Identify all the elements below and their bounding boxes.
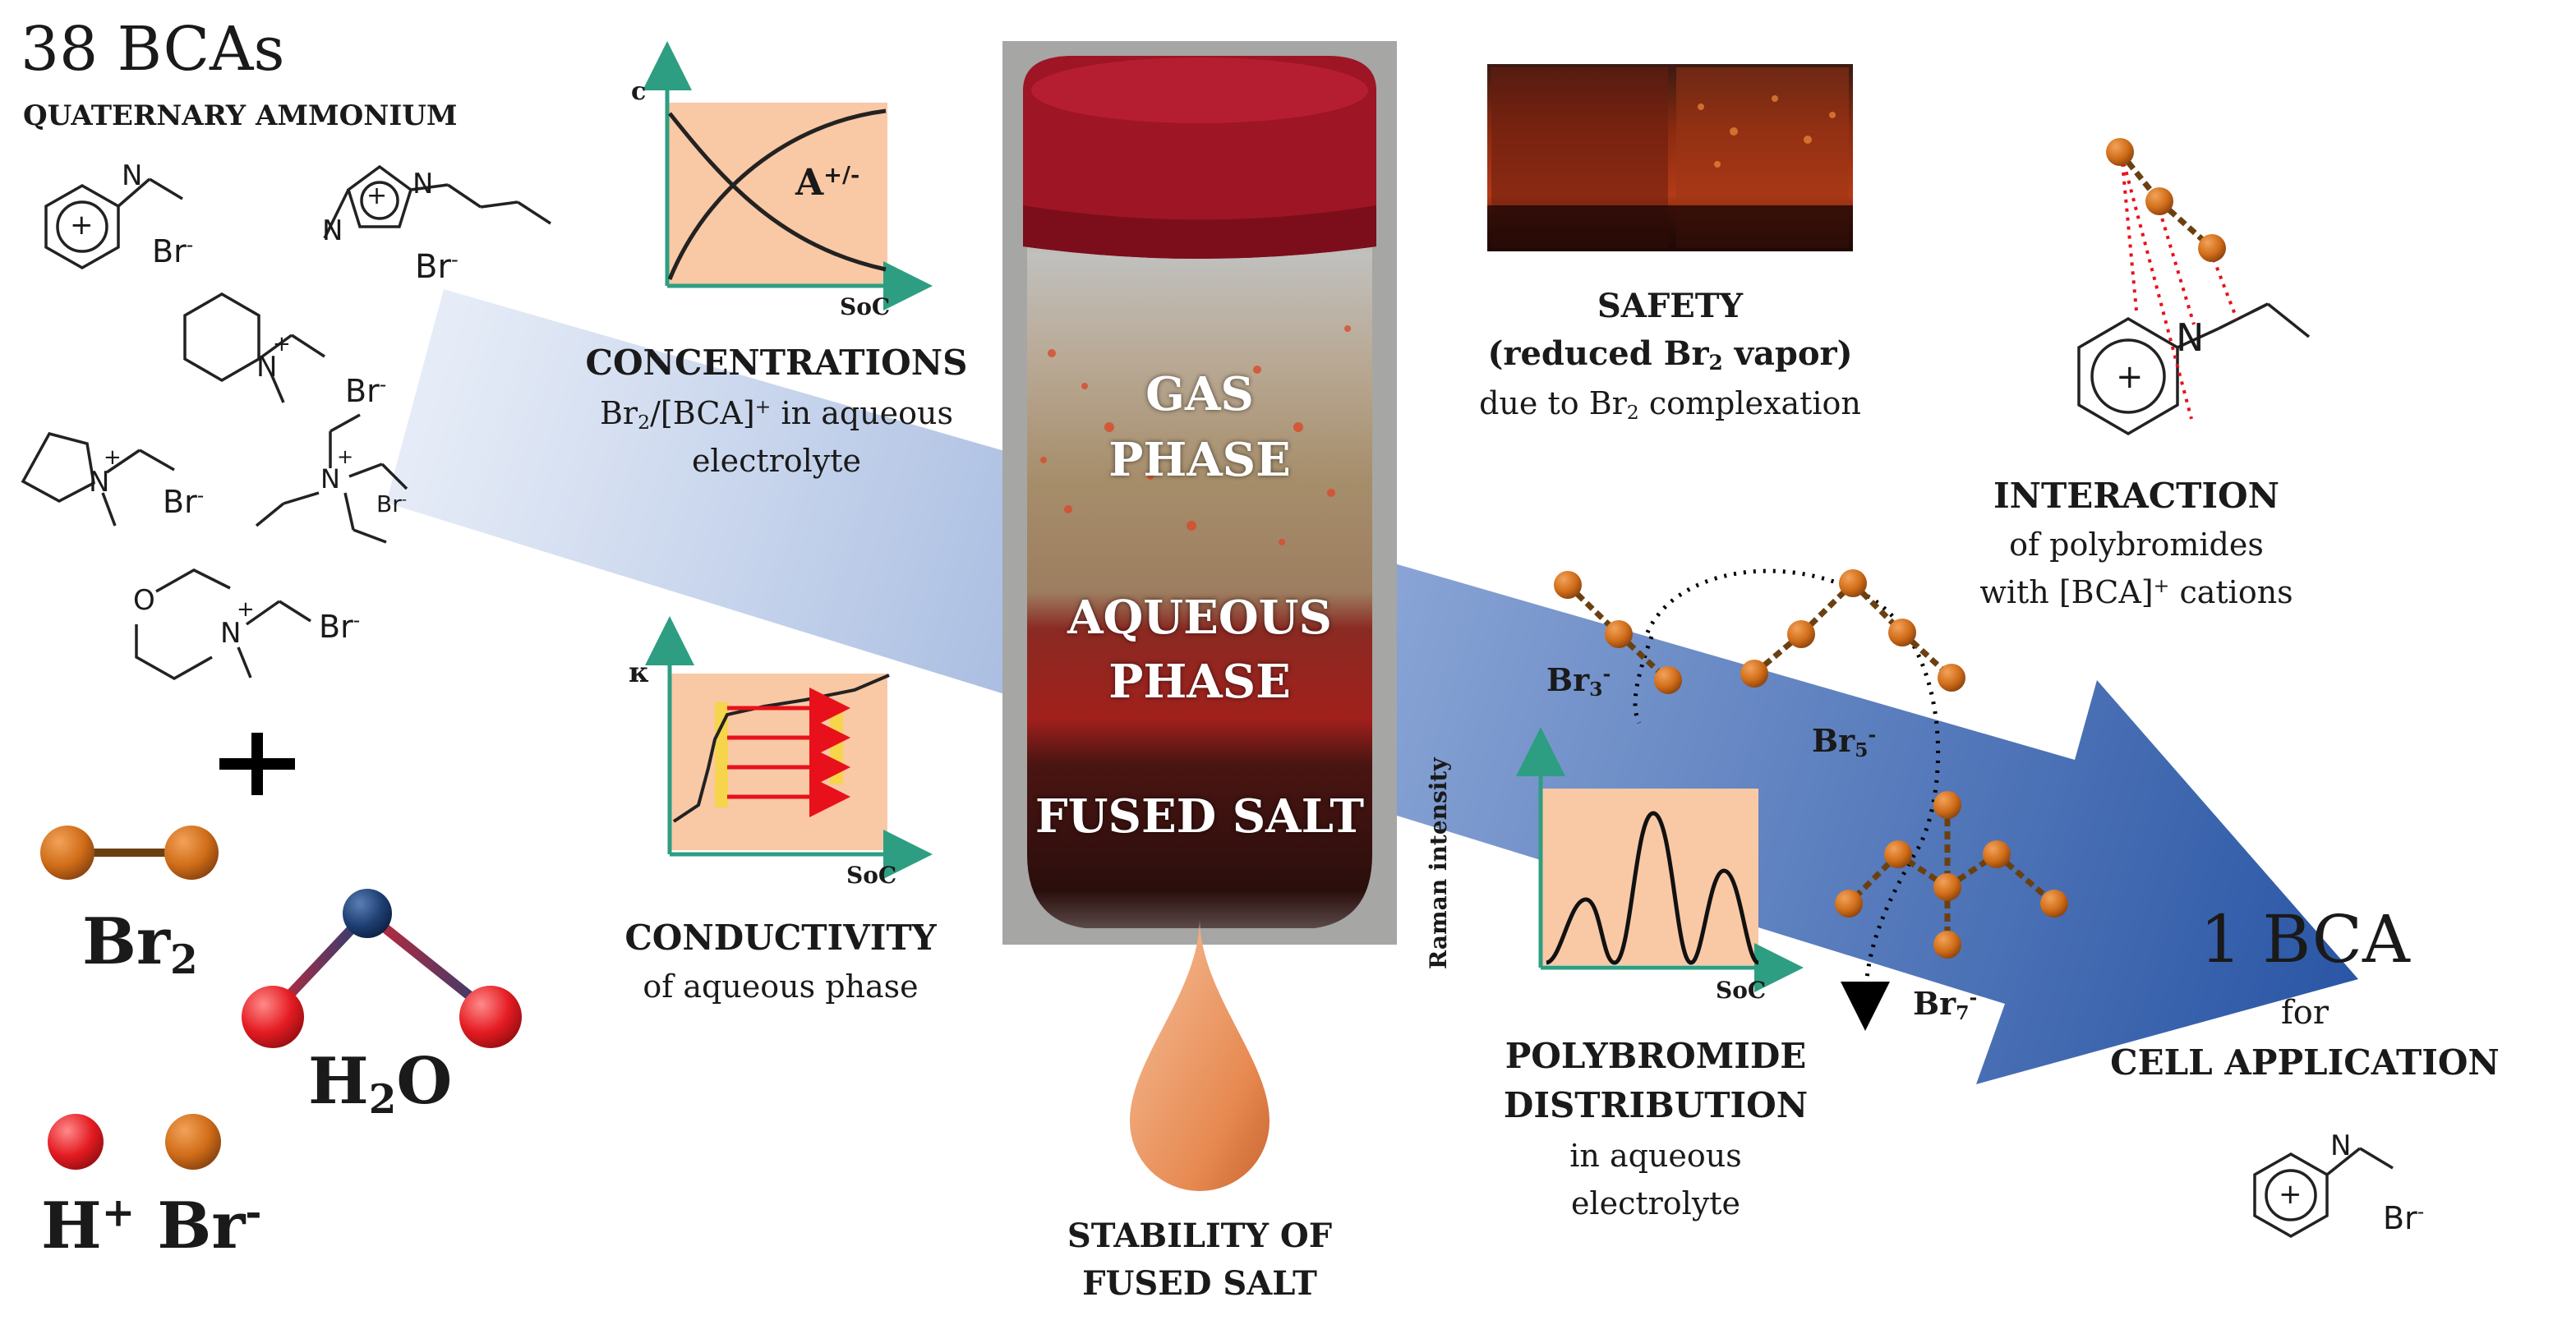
pyridinium-plus: +: [70, 209, 94, 242]
hbr-label: H+ Br-: [41, 1189, 262, 1263]
result-pyridinium-structure: [2253, 1147, 2394, 1239]
polybromide-title-1: POLYBROMIDE: [1505, 1036, 1807, 1076]
result-line-2: CELL APPLICATION: [2110, 1042, 2500, 1083]
morpholinium-plus: +: [237, 597, 255, 622]
quaternary-ammonium-label: QUATERNARY AMMONIUM: [23, 99, 458, 132]
pyrrolidinium-plus: +: [104, 445, 122, 470]
piperidinium-plus: +: [273, 332, 291, 356]
br5-molecule: [1740, 569, 1965, 692]
pyrrolidinium-structure: [21, 431, 175, 527]
conductivity-title: CONDUCTIVITY: [624, 918, 937, 958]
aqueous-phase-label-1: AQUEOUS: [1067, 591, 1332, 645]
concentration-y-label: c: [631, 77, 647, 106]
piperidinium-bromide: Br-: [345, 373, 387, 409]
pyridinium-n: N: [122, 159, 143, 192]
interaction-structure: [2077, 138, 2311, 436]
result-pyridinium-n: N: [2330, 1129, 2352, 1162]
bromide-ball: [165, 1114, 221, 1170]
interaction-desc-2: with [BCA]+ cations: [1979, 574, 2293, 610]
br5-label: Br5-: [1812, 722, 1877, 761]
polybromide-cycle-arrow: [1633, 568, 1940, 1031]
imidazolium-n3: N: [322, 214, 343, 247]
br2-label: Br2: [82, 904, 198, 984]
br3-molecule: [1554, 571, 1682, 694]
br7-molecule: [1835, 791, 2068, 959]
polybromide-title-2: DISTRIBUTION: [1503, 1085, 1809, 1125]
concentrations-title: CONCENTRATIONS: [585, 343, 968, 383]
safety-title: SAFETY: [1597, 287, 1744, 325]
polybromide-desc-1: in aqueous: [1569, 1138, 1742, 1174]
raman-plot: [1516, 727, 1804, 992]
conductivity-desc: of aqueous phase: [643, 968, 919, 1005]
concentration-x-label: SoC: [840, 293, 891, 320]
gas-phase-label-1: GAS: [1145, 367, 1254, 421]
result-line-1: for: [2280, 994, 2329, 1032]
h2o-molecule: [242, 889, 522, 1048]
raman-y-label: Raman intensity: [1425, 757, 1452, 969]
pyridinium-structure: [44, 177, 183, 270]
result-pyridinium-bromide: Br-: [2383, 1200, 2425, 1236]
polybromide-desc-2: electrolyte: [1570, 1185, 1741, 1221]
plus-sign: [219, 733, 295, 795]
pyridinium-bromide: Br-: [152, 233, 194, 269]
concentration-plot: [643, 41, 933, 310]
jar-photo: [1002, 41, 1397, 945]
br7-label: Br7-: [1913, 985, 1978, 1024]
interaction-title: INTERACTION: [1993, 476, 2280, 516]
stability-line-1: STABILITY OF: [1067, 1217, 1333, 1255]
piperidinium-structure: [183, 292, 325, 403]
morpholinium-bromide: Br-: [319, 609, 361, 645]
imidazolium-n1: N: [412, 168, 434, 200]
interaction-desc-1: of polybromides: [2009, 527, 2264, 563]
raman-x-label: SoC: [1716, 977, 1767, 1004]
piperidinium-n: N: [256, 351, 278, 384]
conductivity-x-label: SoC: [846, 862, 897, 889]
conductivity-plot: [645, 616, 933, 879]
result-pyridinium-plus: +: [2279, 1178, 2302, 1211]
fused-salt-drop: [1130, 920, 1270, 1191]
interaction-n: N: [2176, 315, 2205, 360]
morpholinium-n: N: [220, 617, 242, 650]
imidazolium-structure: [323, 164, 551, 239]
h2o-label: H2O: [308, 1044, 453, 1124]
concentrations-desc-2: electrolyte: [691, 443, 862, 479]
br3-label: Br3-: [1546, 661, 1611, 701]
bca-count-title: 38 BCAs: [21, 14, 285, 85]
tetraethylammonium-bromide: Br-: [376, 490, 407, 518]
proton-ball: [48, 1114, 104, 1170]
result-title: 1 BCA: [2200, 901, 2410, 978]
tetraethylammonium-structure: [255, 413, 408, 544]
safety-photo: [1487, 64, 1853, 251]
imidazolium-plus: +: [366, 182, 388, 210]
pyrrolidinium-bromide: Br-: [163, 484, 205, 520]
concentrations-desc-1: Br2/[BCA]+ in aqueous: [599, 395, 953, 434]
pyrrolidinium-n: N: [89, 466, 110, 499]
gas-phase-label-2: PHASE: [1108, 433, 1291, 487]
aqueous-phase-label-2: PHASE: [1108, 655, 1291, 709]
morpholinium-structure: [135, 568, 311, 681]
tetraethylammonium-n: N: [320, 463, 340, 494]
conductivity-y-label: κ: [629, 656, 650, 689]
morpholinium-o: O: [133, 584, 155, 617]
safety-desc-2: due to Br2 complexation: [1479, 385, 1861, 424]
imidazolium-bromide: Br-: [415, 247, 459, 286]
tetraethylammonium-plus: +: [337, 445, 354, 468]
concentration-curve-label: A+/-: [795, 162, 860, 204]
br2-molecule: [40, 826, 219, 880]
stability-line-2: FUSED SALT: [1082, 1264, 1317, 1303]
safety-desc-1: (reduced Br2 vapor): [1487, 334, 1853, 375]
fused-salt-label: FUSED SALT: [1035, 789, 1365, 844]
interaction-plus: +: [2116, 358, 2144, 396]
